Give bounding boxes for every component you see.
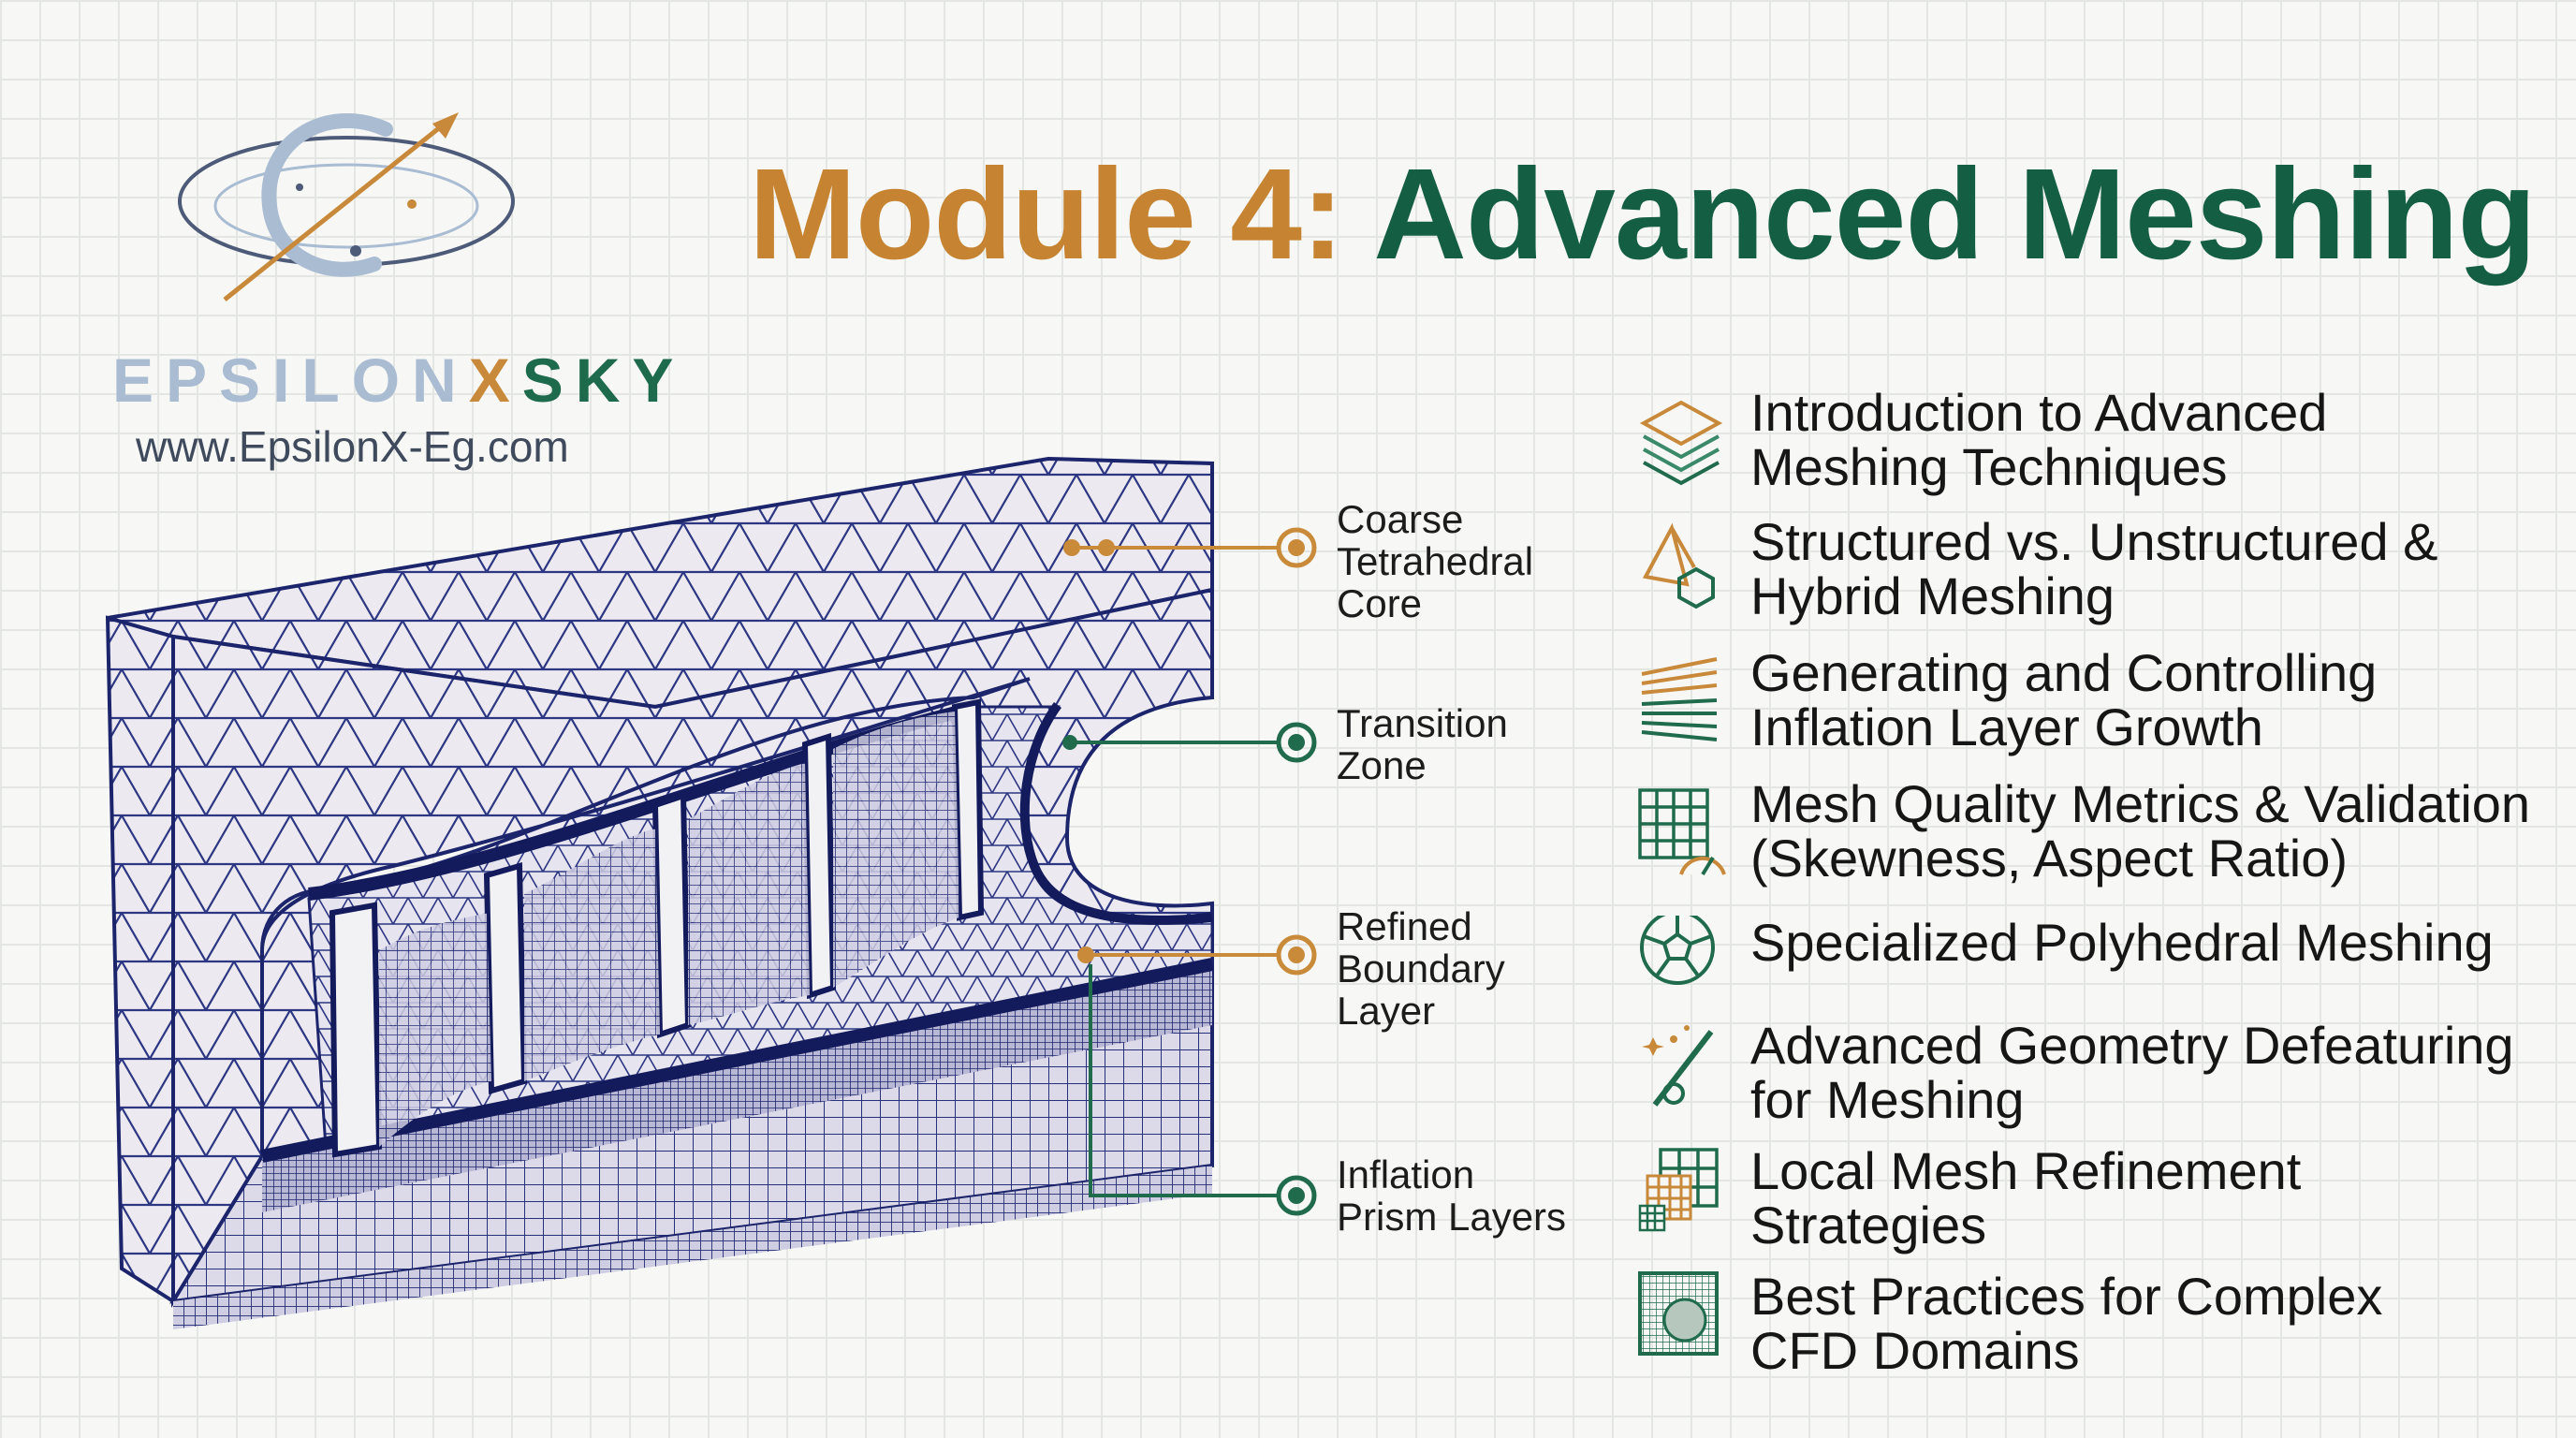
grid-gauge-icon xyxy=(1638,788,1726,876)
polyhedral-ball-icon xyxy=(1640,916,1715,985)
epsilonxsky-logo xyxy=(178,112,515,301)
tetrahedron-hexagon-icon xyxy=(1642,522,1715,609)
topic-text: Specialized Polyhedral Meshing xyxy=(1750,913,2494,972)
dense-mesh-icon xyxy=(1638,1271,1719,1356)
topic-text: Structured vs. Unstructured &Hybrid Mesh… xyxy=(1750,512,2438,625)
inflation-layers-icon xyxy=(1641,657,1718,741)
brand-name: EPSILONXSKY xyxy=(112,345,686,415)
magic-wand-icon xyxy=(1642,1025,1714,1107)
layers-icon xyxy=(1639,400,1723,486)
refinement-squares-icon xyxy=(1638,1148,1719,1232)
topic-item: Structured vs. Unstructured &Hybrid Mesh… xyxy=(1636,515,2563,637)
topic-item: Specialized Polyhedral Meshing xyxy=(1636,916,2563,1037)
website-url: www.EpsilonX-Eg.com xyxy=(136,422,569,471)
topic-item: Mesh Quality Metrics & Validation(Skewne… xyxy=(1636,777,2563,899)
page-title: Module 4: Advanced Meshing xyxy=(749,142,2537,286)
mesh-illustration xyxy=(105,456,1214,1329)
topic-text: Mesh Quality Metrics & Validation(Skewne… xyxy=(1750,774,2531,888)
